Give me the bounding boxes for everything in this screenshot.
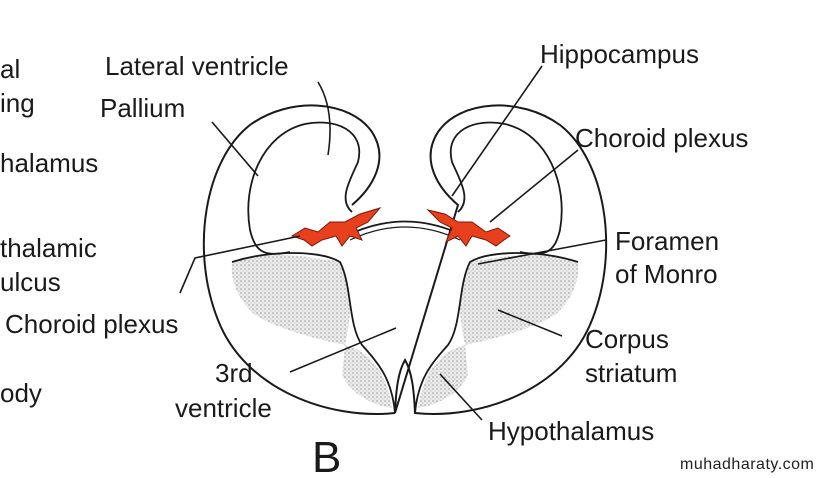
corpus-striatum-left — [231, 254, 350, 345]
label-choroid-plexus-left: Choroid plexus — [5, 309, 179, 339]
cut-label-4: thalamic — [0, 233, 97, 263]
label-third-ventricle-2: ventricle — [175, 393, 272, 423]
lateral-ventricle-right — [449, 121, 563, 255]
cut-label-3: halamus — [0, 148, 99, 178]
label-choroid-plexus-right: Choroid plexus — [575, 123, 749, 153]
choroid-plexus-left-shape — [290, 207, 382, 247]
choroid-plexus-right-shape — [426, 209, 511, 247]
label-corpus-1: Corpus — [585, 324, 669, 354]
label-foramen-2: of Monro — [615, 259, 718, 289]
third-ventricle-wall-right — [414, 252, 579, 414]
cut-label-1: al — [0, 54, 21, 84]
label-foramen-1: Foramen — [615, 226, 720, 256]
cut-label-2: ing — [0, 88, 35, 118]
corpus-striatum-right — [460, 254, 579, 345]
label-hypothalamus: Hypothalamus — [488, 416, 655, 446]
figure-letter: B — [312, 433, 342, 478]
lateral-ventricle-left — [247, 121, 361, 255]
label-hippocampus: Hippocampus — [540, 39, 699, 69]
third-ventricle-wall-left — [231, 252, 396, 414]
leader-lines — [179, 65, 607, 421]
cut-label-5: ulcus — [0, 267, 61, 297]
label-corpus-2: striatum — [585, 358, 678, 388]
watermark: muhadharaty.com — [680, 456, 815, 473]
hypothalamus-left — [342, 345, 392, 408]
label-third-ventricle-1: 3rd — [215, 358, 253, 388]
label-lateral-ventricle: Lateral ventricle — [105, 51, 289, 81]
roof-arch-inner — [349, 226, 461, 241]
cut-label-6: ody — [0, 378, 42, 408]
label-pallium: Pallium — [100, 93, 186, 123]
outer-wall — [202, 104, 608, 415]
